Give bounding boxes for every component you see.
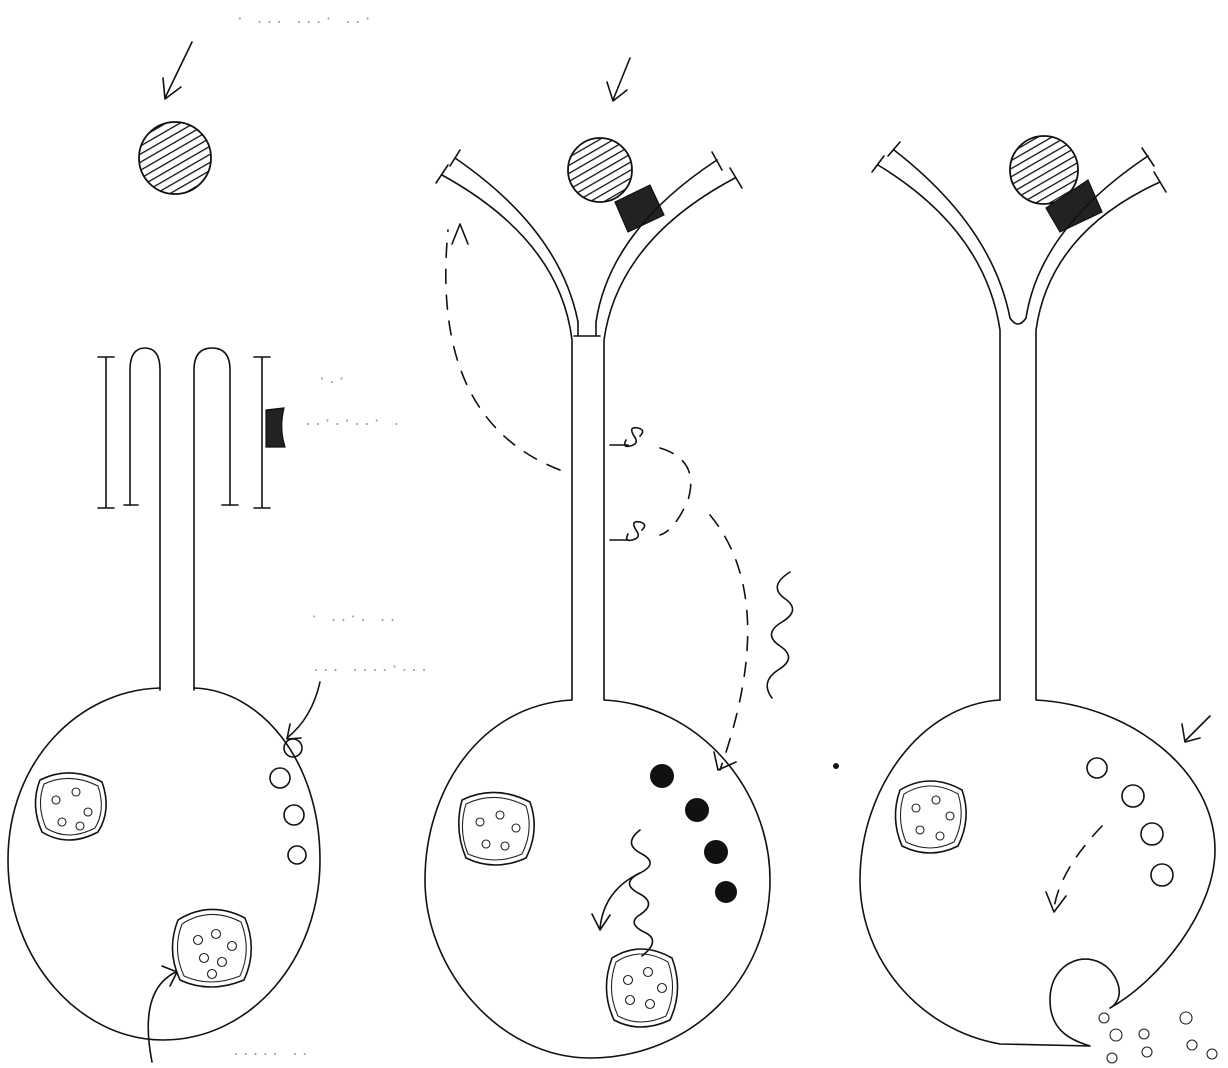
cell-body-1 xyxy=(8,688,320,1040)
nucleus-1 xyxy=(35,773,106,840)
panel-3 xyxy=(833,136,1217,1063)
exocytosis-arrow-3 xyxy=(1046,826,1102,912)
y-receptor-2 xyxy=(436,150,742,700)
granules-3 xyxy=(1087,758,1173,886)
nucleus-3 xyxy=(895,781,966,853)
granule-sac-2 xyxy=(606,949,677,1027)
released-granules-3 xyxy=(1099,1012,1217,1063)
activated-granules-2 xyxy=(650,764,737,903)
allergen-2 xyxy=(568,138,632,202)
label-receptor-1: ·.· xyxy=(318,372,347,387)
cell-body-3 xyxy=(860,700,1215,1046)
squiggle-signal-2b xyxy=(629,830,652,956)
disulfide-bridges-2 xyxy=(610,428,748,770)
panel-1 xyxy=(8,42,320,1062)
arrow-to-allergen-1 xyxy=(163,42,192,99)
arrow-to-granules-1 xyxy=(287,682,320,739)
y-receptor-3 xyxy=(872,142,1166,700)
arrow-to-sac-2 xyxy=(592,873,640,930)
antibody-receptors-1 xyxy=(98,348,270,690)
label-top: · ... ...· ..· xyxy=(236,12,374,27)
squiggle-signal-2a xyxy=(767,572,792,698)
allergen-1 xyxy=(139,122,211,194)
arrow-bottom-1 xyxy=(148,966,177,1062)
granules-1 xyxy=(270,739,306,864)
granule-sac-1 xyxy=(172,909,251,987)
label-receptor-2: ..·.·..· . xyxy=(304,414,402,429)
panel-2 xyxy=(425,58,793,1058)
label-granules-1: · ..·. .. xyxy=(310,610,398,625)
stray-dot xyxy=(833,763,839,769)
ige-antibody-1 xyxy=(266,408,285,447)
arrow-to-granules-3 xyxy=(1182,716,1210,742)
cell-body-2 xyxy=(425,700,770,1058)
label-bottom: ..... .. xyxy=(232,1044,311,1059)
label-granules-2: ... ....·... xyxy=(312,660,430,675)
nucleus-2 xyxy=(459,792,534,865)
arrow-to-allergen-2 xyxy=(607,58,630,101)
